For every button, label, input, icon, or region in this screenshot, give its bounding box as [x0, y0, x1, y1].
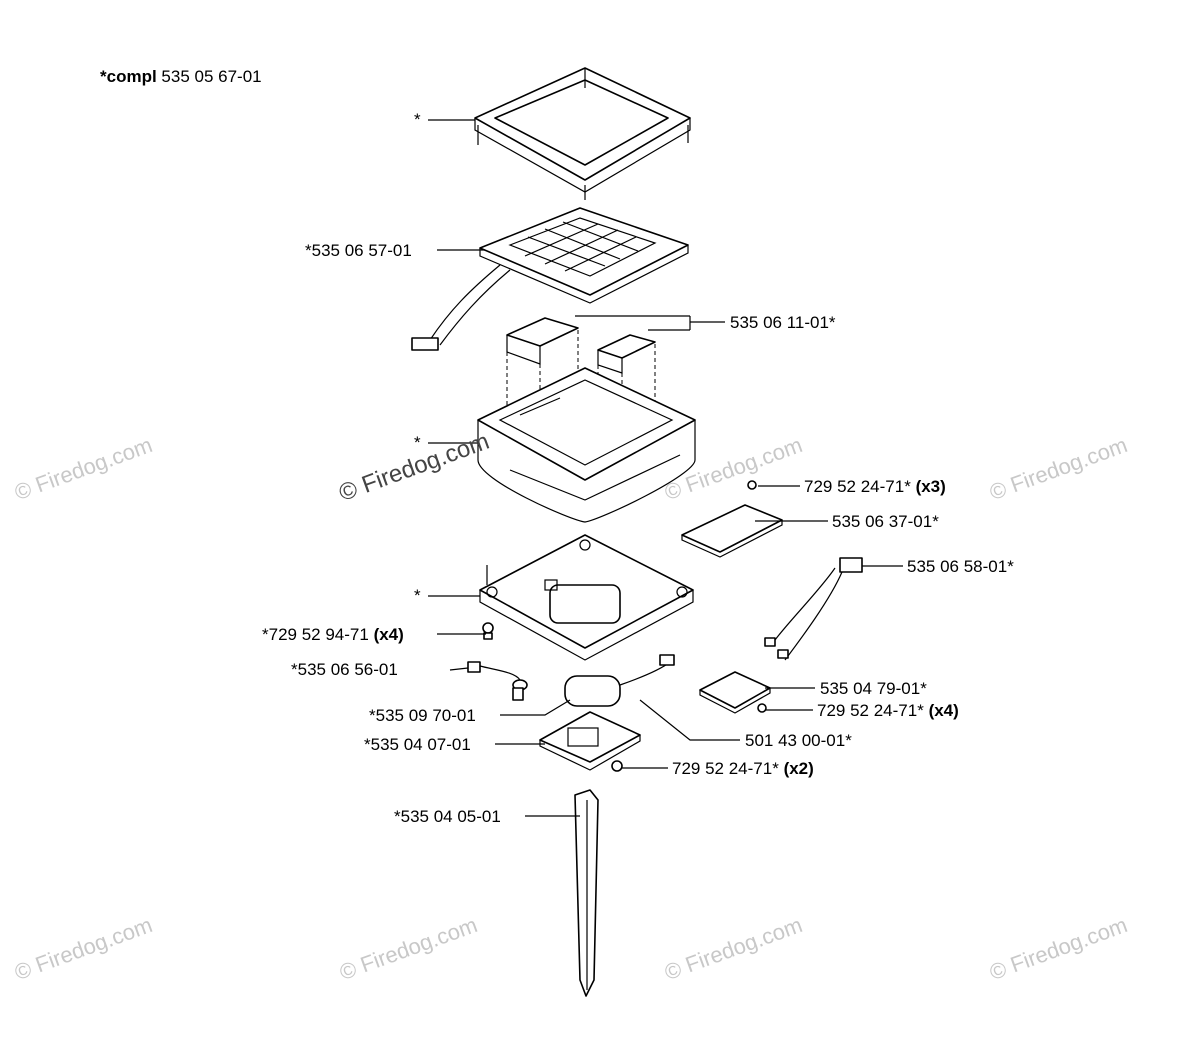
label-switch: *535 06 56-01	[291, 660, 398, 679]
capacitor-part	[564, 654, 675, 707]
screw-base-qty: (x4)	[373, 625, 404, 644]
screw-pcb-qty: (x3)	[915, 477, 946, 496]
battery-cover-part	[539, 711, 641, 771]
housing-part	[477, 367, 696, 523]
label-screw-pcb: 729 52 24-71* (x3)	[804, 477, 946, 497]
pcb-part	[681, 504, 783, 558]
switch-part	[467, 661, 528, 701]
label-plate: 535 04 79-01*	[820, 679, 927, 698]
label-top-cover: *	[414, 110, 421, 129]
stake-part	[574, 789, 599, 997]
compl-number: 535 05 67-01	[161, 67, 262, 86]
label-screw-base: *729 52 94-71 (x4)	[262, 625, 404, 645]
label-battery-cable: 501 43 00-01*	[745, 731, 852, 750]
label-foam-pads: 535 06 11-01*	[730, 313, 836, 332]
label-solar-panel: *535 06 57-01	[305, 241, 412, 260]
compl-prefix: *compl	[100, 67, 157, 86]
complete-assembly-label: *compl 535 05 67-01	[100, 67, 262, 87]
label-stake: *535 04 05-01	[394, 807, 501, 826]
label-battery-cover: *535 04 07-01	[364, 735, 471, 754]
label-cable: 535 06 58-01*	[907, 557, 1014, 576]
screw-cover-qty: (x2)	[783, 759, 814, 778]
label-capacitor: *535 09 70-01	[369, 706, 476, 725]
screw-pcb-number: 729 52 24-71*	[804, 477, 911, 496]
label-screw-plate: 729 52 24-71* (x4)	[817, 701, 959, 721]
label-housing: *	[414, 433, 421, 452]
cable-part	[764, 557, 863, 661]
screw-cover-number: 729 52 24-71*	[672, 759, 779, 778]
leader-lines	[428, 119, 903, 817]
base-plate-part	[479, 534, 694, 661]
screws-part	[482, 480, 767, 772]
screw-plate-qty: (x4)	[928, 701, 959, 720]
label-screw-cover: 729 52 24-71* (x2)	[672, 759, 814, 779]
screw-plate-number: 729 52 24-71*	[817, 701, 924, 720]
label-base: *	[414, 586, 421, 605]
solar-panel-part	[411, 207, 689, 351]
label-pcb: 535 06 37-01*	[832, 512, 939, 531]
screw-base-number: *729 52 94-71	[262, 625, 369, 644]
top-cover-part	[474, 67, 691, 200]
